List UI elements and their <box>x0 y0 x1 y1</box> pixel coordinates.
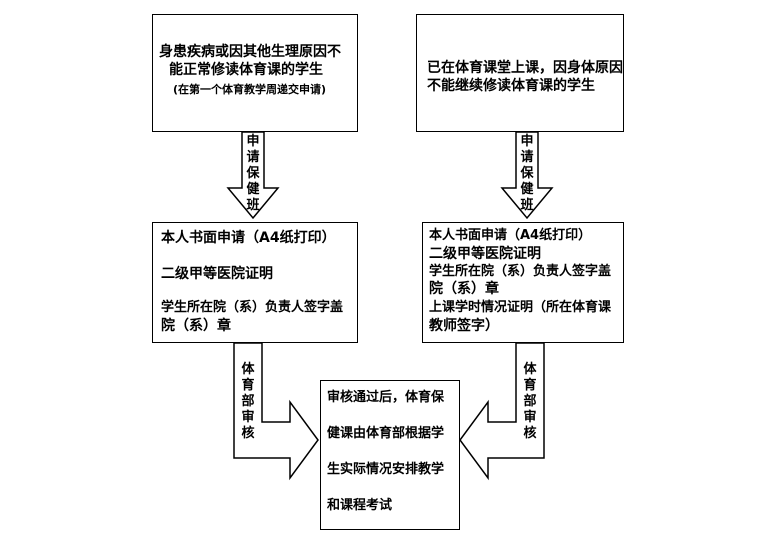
bottom-result-box: 审核通过后，体育保 健课由体育部根据学 生实际情况安排教学 和课程考试 <box>320 380 460 530</box>
bent-arrow-right <box>459 342 545 481</box>
bottom-line3: 生实际情况安排教学 <box>327 462 445 477</box>
down-arrow-right <box>500 131 554 220</box>
left-mid-line3: 学生所在院（系）负责人签字盖 <box>161 300 344 315</box>
right-mid-box: 本人书面申请（A4纸打印） 二级甲等医院证明 学生所在院（系）负责人签字盖 院（… <box>422 222 624 343</box>
right-top-box: 已在体育课堂上课，因身体原因 不能继续修读体育课的学生 <box>416 14 624 132</box>
bent-arrow-left <box>233 342 319 481</box>
arrow-label-left-bottom: 体育部审核 <box>241 362 255 441</box>
left-top-box: 身患疾病或因其他生理原因不 能正常修读体育课的学生 (在第一个体育教学周递交申请… <box>152 14 358 132</box>
right-mid-line4: 院（系）章 <box>429 281 499 297</box>
right-mid-line6: 教师签字） <box>429 318 499 334</box>
bottom-line4: 和课程考试 <box>327 498 393 513</box>
bottom-line2: 健课由体育部根据学 <box>327 426 445 441</box>
right-mid-line3: 学生所在院（系）负责人签字盖 <box>429 264 612 279</box>
left-top-note: (在第一个体育教学周递交申请) <box>173 83 327 96</box>
left-top-line2: 能正常修读体育课的学生 <box>169 62 323 78</box>
down-arrow-left <box>226 131 280 220</box>
arrow-label-right-top: 申请保健班 <box>520 134 534 213</box>
left-mid-box: 本人书面申请（A4纸打印） 二级甲等医院证明 学生所在院（系）负责人签字盖 院（… <box>152 222 358 343</box>
left-top-line1: 身患疾病或因其他生理原因不 <box>159 44 341 60</box>
arrow-label-left-top: 申请保健班 <box>246 134 260 213</box>
right-mid-line5: 上课学时情况证明（所在体育课 <box>429 300 612 315</box>
left-mid-line2: 二级甲等医院证明 <box>161 266 273 282</box>
right-top-line2: 不能继续修读体育课的学生 <box>427 78 595 94</box>
right-top-line1: 已在体育课堂上课，因身体原因 <box>427 60 623 76</box>
bottom-line1: 审核通过后，体育保 <box>327 390 445 405</box>
arrow-label-right-bottom: 体育部审核 <box>523 362 537 441</box>
left-mid-line1: 本人书面申请（A4纸打印） <box>161 230 336 246</box>
left-mid-line4: 院（系）章 <box>161 318 231 334</box>
right-mid-line2: 二级甲等医院证明 <box>429 246 541 262</box>
right-mid-line1: 本人书面申请（A4纸打印） <box>429 228 592 243</box>
